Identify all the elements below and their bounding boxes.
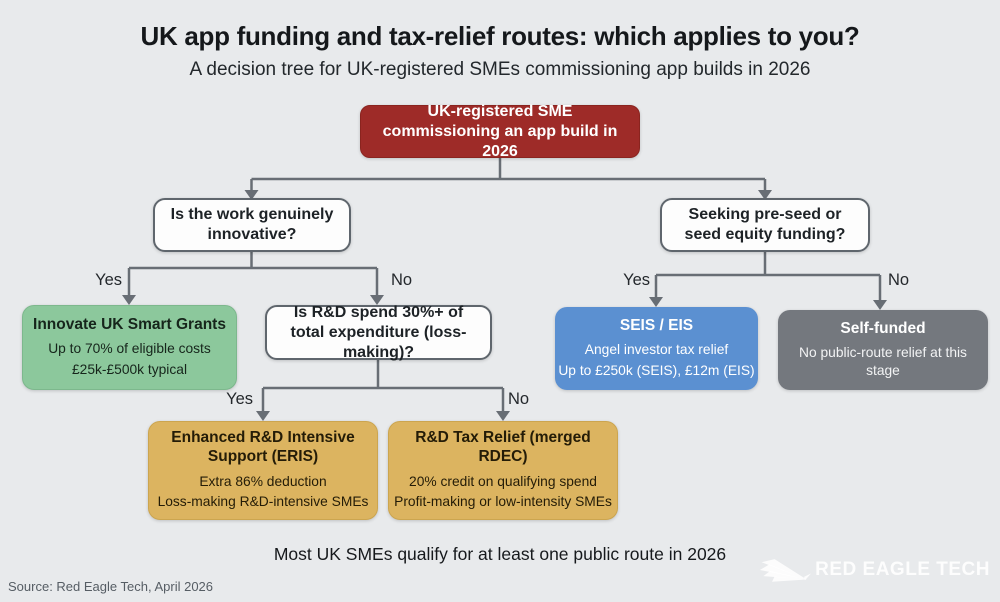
edge-label-yes-rd: Yes — [226, 390, 253, 408]
edge-label-no-innovative: No — [391, 271, 413, 289]
node-rdec-line2: Profit-making or low-intensity SMEs — [394, 494, 612, 510]
edge-label-yes-equity: Yes — [623, 271, 650, 289]
node-innovate-uk-line1: Up to 70% of eligible costs — [48, 341, 211, 356]
edge-label-no-equity: No — [888, 271, 910, 289]
node-self-funded-line1: No public-route relief at this stage — [799, 344, 967, 379]
node-question-equity-text: Seeking pre-seed or seed equity funding? — [684, 206, 846, 243]
node-self-funded-title: Self-funded — [840, 320, 926, 338]
node-self-funded: Self-funded No public-route relief at th… — [778, 310, 988, 390]
takeaway-note: Most UK SMEs qualify for at least one pu… — [273, 544, 727, 564]
node-seis-eis: SEIS / EIS Angel investor tax relief Up … — [555, 307, 758, 390]
page-title: UK app funding and tax-relief routes: wh… — [140, 21, 860, 51]
node-root-text: UK-registered SME commissioning an app b… — [382, 102, 618, 160]
node-innovate-uk-grants: Innovate UK Smart Grants Up to 70% of el… — [22, 305, 237, 390]
node-eris-line2: Loss-making R&D-intensive SMEs — [157, 494, 369, 510]
node-question-rd-intensity: Is R&D spend 30%+ of total expenditure (… — [265, 303, 492, 361]
node-question-innovative: Is the work genuinely innovative? — [153, 198, 351, 252]
node-question-rd-intensity-text: Is R&D spend 30%+ of total expenditure (… — [290, 303, 467, 361]
node-innovate-uk-title: Innovate UK Smart Grants — [33, 315, 226, 333]
node-seis-eis-title: SEIS / EIS — [619, 316, 694, 334]
node-rdec: R&D Tax Relief (merged RDEC) 20% credit … — [388, 421, 618, 520]
node-eris-title: Enhanced R&D Intensive Support (ERIS) — [171, 428, 355, 466]
edge-label-no-rd: No — [508, 390, 530, 408]
node-question-equity: Seeking pre-seed or seed equity funding? — [660, 198, 870, 252]
brand-logo: RED EAGLE TECH — [759, 546, 990, 594]
node-question-innovative-text: Is the work genuinely innovative? — [170, 206, 334, 243]
node-innovate-uk-line2: £25k-£500k typical — [71, 361, 188, 377]
edge-label-yes-innovative: Yes — [95, 271, 122, 289]
source-credit: Source: Red Eagle Tech, April 2026 — [8, 579, 214, 594]
page-subtitle: A decision tree for UK-registered SMEs c… — [189, 59, 811, 80]
brand-logo-text: RED EAGLE TECH — [815, 559, 990, 580]
node-seis-eis-line1: Angel investor tax relief — [584, 342, 729, 357]
node-root: UK-registered SME commissioning an app b… — [360, 103, 640, 160]
node-rdec-title: R&D Tax Relief (merged RDEC) — [415, 428, 591, 466]
node-rdec-line1: 20% credit on qualifying spend — [409, 473, 597, 489]
node-seis-eis-line2: Up to £250k (SEIS), £12m (EIS) — [558, 362, 755, 378]
node-eris: Enhanced R&D Intensive Support (ERIS) Ex… — [148, 421, 378, 520]
eagle-wing-icon — [760, 559, 812, 582]
node-eris-line1: Extra 86% deduction — [199, 473, 327, 489]
